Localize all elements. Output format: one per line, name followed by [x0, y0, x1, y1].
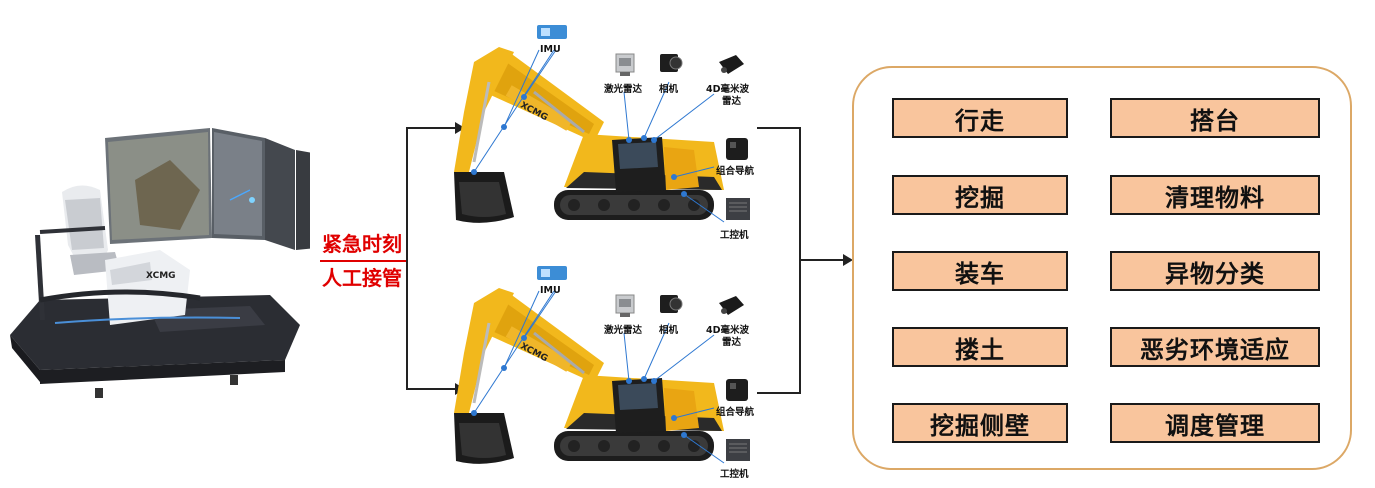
task-box: 行走 — [892, 98, 1068, 138]
industrial-pc-icon — [726, 439, 750, 461]
emergency-moment-label: 紧急时刻 — [322, 232, 402, 256]
manual-takeover-label: 人工接管 — [322, 266, 402, 290]
radar-label-line1: 4D毫米波 — [706, 325, 749, 336]
connector-right-bottom — [757, 392, 801, 394]
nav-label: 组合导航 — [716, 407, 755, 418]
arrow-to-bottom-excavator — [406, 388, 458, 390]
lidar-icon — [615, 53, 635, 76]
arrowhead-panel-icon — [843, 254, 853, 266]
lidar-label: 激光雷达 — [604, 84, 643, 95]
radar-icon — [719, 55, 744, 74]
excavator-image: XCMG — [454, 47, 725, 223]
excavator-panel-top: XCMG IMU 激光雷达 相机 4D毫米波 雷达 组合导航 工控机 — [444, 22, 774, 241]
imu-label: IMU — [540, 44, 561, 55]
task-panel: 行走 挖掘 装车 搂土 挖掘侧壁 搭台 清理物料 异物分类 恶劣环境适应 调度管… — [852, 66, 1352, 470]
camera-icon — [660, 295, 683, 313]
radar-label-line1: 4D毫米波 — [706, 84, 749, 95]
connector-left-vertical — [406, 127, 408, 390]
takeover-divider — [320, 260, 406, 262]
camera-label: 相机 — [659, 325, 679, 336]
task-box: 调度管理 — [1110, 403, 1320, 443]
ipc-label: 工控机 — [720, 230, 749, 241]
radar-label-line2: 雷达 — [722, 96, 742, 107]
arrow-to-task-panel — [799, 259, 845, 261]
task-box: 异物分类 — [1110, 251, 1320, 291]
arrow-to-top-excavator — [406, 127, 458, 129]
nav-label: 组合导航 — [716, 166, 755, 177]
excavator-panel-bottom: XCMG IMU 激光雷达 相机 4D毫米波 雷达 组合导航 工控机 — [444, 263, 774, 480]
industrial-pc-icon — [726, 198, 750, 220]
nav-unit-icon — [726, 138, 748, 160]
task-box: 装车 — [892, 251, 1068, 291]
arrowhead-top-icon — [455, 122, 465, 134]
ipc-label: 工控机 — [720, 469, 749, 480]
camera-label: 相机 — [659, 84, 679, 95]
task-box: 恶劣环境适应 — [1110, 327, 1320, 367]
excavator-image: XCMG — [454, 288, 725, 464]
radar-icon — [719, 296, 744, 315]
imu-icon — [537, 25, 567, 39]
task-box: 挖掘侧壁 — [892, 403, 1068, 443]
task-box: 搭台 — [1110, 98, 1320, 138]
imu-icon — [537, 266, 567, 280]
svg-text:XCMG: XCMG — [146, 271, 176, 281]
lidar-label: 激光雷达 — [604, 325, 643, 336]
task-box: 清理物料 — [1110, 175, 1320, 215]
radar-label-line2: 雷达 — [722, 337, 742, 348]
nav-unit-icon — [726, 379, 748, 401]
driving-simulator-image: XCMG — [10, 128, 310, 398]
camera-icon — [660, 54, 683, 72]
imu-label: IMU — [540, 285, 561, 296]
lidar-icon — [615, 294, 635, 317]
task-box: 搂土 — [892, 327, 1068, 367]
task-box: 挖掘 — [892, 175, 1068, 215]
connector-right-top — [757, 127, 801, 129]
